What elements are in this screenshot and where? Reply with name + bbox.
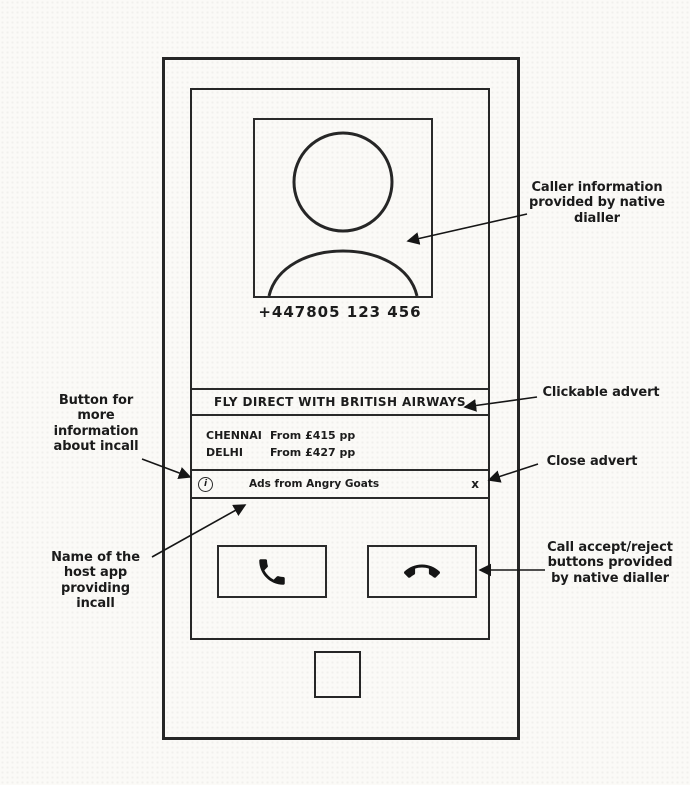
advert-attribution-bar: i Ads from Angry Goats x xyxy=(192,471,488,499)
caller-number: +447805 123 456 xyxy=(258,303,422,321)
offer-city: DELHI xyxy=(206,446,243,459)
advert-offer: CHENNAI From £415 pp xyxy=(206,429,488,442)
offer-city: CHENNAI xyxy=(206,429,262,442)
call-accept-button[interactable] xyxy=(217,545,327,598)
dialler-screen: +447805 123 456 FLY DIRECT WITH BRITISH … xyxy=(190,88,490,640)
close-icon: x xyxy=(471,477,479,491)
info-icon: i xyxy=(203,479,208,489)
call-accept-icon xyxy=(259,558,285,585)
annotation-caller-info: Caller information provided by native di… xyxy=(528,180,666,226)
annotation-close-advert: Close advert xyxy=(546,454,638,469)
annotation-info-button: Button for more information about incall xyxy=(53,393,139,454)
call-reject-icon xyxy=(404,564,440,578)
annotation-clickable-advert: Clickable advert xyxy=(542,385,660,400)
info-button[interactable]: i xyxy=(198,476,213,492)
person-icon xyxy=(267,131,419,296)
advert-offer: DELHI From £427 pp xyxy=(206,446,488,459)
caller-avatar xyxy=(253,118,433,298)
incall-advert[interactable]: FLY DIRECT WITH BRITISH AIRWAYS CHENNAI … xyxy=(192,388,488,499)
close-advert-button[interactable]: x xyxy=(471,477,479,491)
home-button[interactable] xyxy=(314,651,361,698)
annotation-host-app: Name of the host app providing incall xyxy=(51,550,140,611)
annotation-call-buttons: Call accept/reject buttons provided by n… xyxy=(547,540,673,586)
host-app-name: Ads from Angry Goats xyxy=(249,478,380,490)
offer-price: From £415 pp xyxy=(270,429,356,442)
advert-headline: FLY DIRECT WITH BRITISH AIRWAYS xyxy=(192,388,488,416)
offer-price: From £427 pp xyxy=(270,446,356,459)
call-reject-button[interactable] xyxy=(367,545,477,598)
advert-offers: CHENNAI From £415 pp DELHI From £427 pp xyxy=(192,416,488,471)
